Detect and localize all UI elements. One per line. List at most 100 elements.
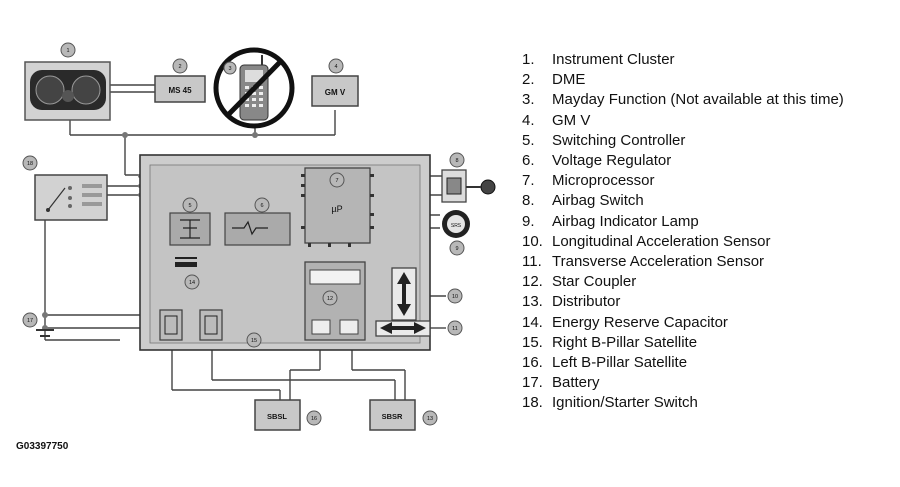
airbag-control-module [139, 154, 431, 351]
legend-label: Mayday Function (Not available at this t… [552, 91, 844, 109]
legend-item: 17. Battery [522, 373, 844, 393]
star-coupler [304, 261, 366, 341]
svg-text:15: 15 [251, 338, 257, 344]
callout-10: 10 [447, 288, 463, 304]
legend-label: Longitudinal Acceleration Sensor [552, 232, 771, 250]
legend-item: 15. Right B-Pillar Satellite [522, 333, 844, 353]
legend-item: 16. Left B-Pillar Satellite [522, 353, 844, 373]
legend-item: 5. Switching Controller [522, 131, 844, 151]
lamp-label: SRS [451, 223, 462, 229]
legend-item: 3. Mayday Function (Not available at this… [522, 90, 844, 110]
svg-text:5: 5 [188, 203, 191, 209]
callout-11: 11 [447, 320, 463, 336]
legend-number: 7. [522, 172, 535, 190]
gmv-module: GM V [311, 75, 359, 107]
callout-6: 6 [254, 197, 270, 213]
svg-text:3: 3 [228, 66, 231, 72]
legend-item: 8. Airbag Switch [522, 191, 844, 211]
callout-16: 16 [306, 410, 322, 426]
legend-number: 2. [522, 71, 535, 89]
legend-number: 8. [522, 192, 535, 210]
svg-text:9: 9 [455, 246, 458, 252]
legend-item: 7. Microprocessor [522, 171, 844, 191]
callout-9: 9 [449, 240, 465, 256]
ignition-switch [34, 174, 108, 221]
legend-number: 15. [522, 333, 543, 351]
callout-13: 13 [422, 410, 438, 426]
legend-number: 3. [522, 91, 535, 109]
callout-15: 15 [246, 332, 262, 348]
legend-label: Distributor [552, 293, 621, 311]
svg-text:6: 6 [260, 203, 263, 209]
callout-8: 8 [449, 152, 465, 168]
svg-text:14: 14 [189, 280, 195, 286]
legend-label: DME [552, 71, 586, 89]
legend-number: 13. [522, 293, 543, 311]
airbag-indicator-lamp: SRS [442, 210, 470, 238]
legend-label: Airbag Indicator Lamp [552, 212, 699, 230]
sbsr-label: SBSR [382, 412, 403, 421]
battery-symbol [36, 329, 54, 337]
callout-5: 5 [182, 197, 198, 213]
legend-number: 1. [522, 51, 535, 68]
callout-17: 17 [22, 312, 38, 328]
dme-label: MS 45 [168, 86, 192, 95]
right-b-pillar-satellite-unit [199, 309, 223, 341]
micro-label: µP [331, 204, 342, 214]
legend-item: 11. Transverse Acceleration Sensor [522, 252, 844, 272]
legend-label: Microprocessor [552, 172, 655, 190]
sbsl-label: SBSL [267, 412, 287, 421]
callout-4: 4 [328, 58, 344, 74]
legend-number: 11. [522, 253, 542, 271]
legend-label: Left B-Pillar Satellite [552, 354, 688, 372]
legend-number: 9. [522, 212, 535, 230]
svg-text:11: 11 [452, 326, 458, 332]
tachometer-gauge [71, 75, 101, 105]
legend-item: 10.Longitudinal Acceleration Sensor [522, 232, 844, 252]
callout-2: 2 [172, 58, 188, 74]
legend-label: Star Coupler [552, 273, 637, 291]
legend-number: 16. [522, 354, 543, 372]
figure-id: G03397750 [16, 441, 69, 452]
svg-text:18: 18 [27, 161, 33, 167]
gmv-label: GM V [325, 88, 346, 97]
legend-number: 5. [522, 131, 535, 149]
instrument-cluster [24, 61, 111, 121]
legend-label: Switching Controller [552, 131, 686, 149]
sbsl-module: SBSL [254, 399, 301, 431]
legend-label: Battery [552, 374, 600, 392]
prohibition-circle [213, 47, 295, 129]
legend-item: 9. Airbag Indicator Lamp [522, 212, 844, 232]
legend-label: Ignition/Starter Switch [552, 394, 698, 412]
legend-label: GM V [552, 111, 591, 129]
legend-label: Transverse Acceleration Sensor [552, 253, 765, 271]
callout-7: 7 [329, 172, 345, 188]
legend-item: 13. Distributor [522, 292, 844, 312]
svg-text:12: 12 [327, 296, 333, 302]
legend-number: 18. [522, 394, 543, 412]
legend-item: 6.Voltage Regulator [522, 151, 844, 171]
callouts: 1 2 3 4 5 6 7 8 9 10 11 12 13 14 15 16 1… [22, 42, 465, 426]
sbsr-module: SBSR [369, 399, 416, 431]
legend-number: 17. [522, 374, 543, 392]
svg-text:7: 7 [335, 178, 338, 184]
airbag-switch-key [480, 179, 496, 195]
speedometer-gauge [35, 75, 65, 105]
mayday-phone-crossed [213, 47, 295, 129]
legend-label: Airbag Switch [552, 192, 644, 210]
legend-item: 4.GM V [522, 111, 844, 131]
svg-text:13: 13 [427, 416, 433, 422]
dme-module: MS 45 [154, 75, 206, 103]
callout-14: 14 [184, 274, 200, 290]
legend-number: 14. [522, 313, 543, 331]
left-b-pillar-satellite-unit [159, 309, 183, 341]
legend-item: 2. DME [522, 70, 844, 90]
svg-text:1: 1 [66, 48, 69, 54]
legend-label: Right B-Pillar Satellite [552, 333, 698, 351]
svg-text:16: 16 [311, 416, 317, 422]
transverse-acceleration-sensor [375, 320, 431, 337]
switching-controller [169, 212, 211, 246]
longitudinal-acceleration-sensor [391, 267, 417, 321]
callout-12: 12 [322, 290, 338, 306]
